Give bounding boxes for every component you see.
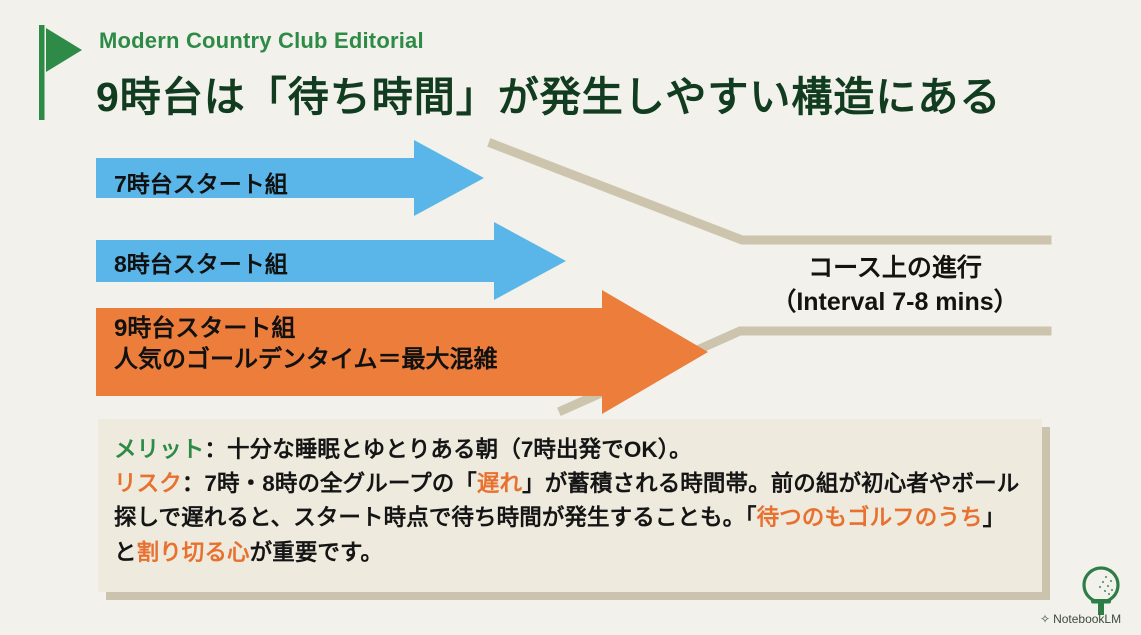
risk-label: リスク (114, 471, 182, 497)
arrow-7am-label: 7時台スタート組 (114, 171, 288, 197)
brand-label: ✧NotebookLM (1040, 612, 1121, 626)
merit-text: 十分な睡眠とゆとりある朝（7時出発でOK）。 (227, 437, 692, 462)
note-line-merit: メリット：十分な睡眠とゆとりある朝（7時出発でOK）。 (114, 433, 1020, 467)
funnel-caption: コース上の進行 （Interval 7-8 mins） (745, 252, 1045, 319)
arrow-9am-label: 9時台スタート組 人気のゴールデンタイム＝最大混雑 (114, 315, 498, 373)
risk-sep: ： (181, 471, 205, 497)
funnel-caption-line2: （Interval 7-8 mins） (771, 287, 1019, 316)
arrow-8am-label: 8時台スタート組 (114, 251, 288, 277)
golf-flag-icon (30, 20, 90, 122)
brand-mark: ✧NotebookLM (1040, 566, 1140, 630)
brand-name: NotebookLM (1053, 612, 1122, 626)
risk-text-c: 」と (114, 505, 1006, 565)
arrow-7am: 7時台スタート組 (96, 140, 486, 216)
merit-label: メリット (114, 437, 205, 462)
note-line-risk: リスク：7時・8時の全グループの「遅れ」が蓄積される時間帯。前の組が初心者やボー… (114, 467, 1020, 570)
risk-text-b: 」が蓄積される時間帯。前の組が初心者やボール探しで遅れると、スタート時点で待ち時… (114, 471, 1020, 531)
risk-highlight-warikiru: 割り切る心 (136, 539, 250, 565)
eyebrow-text: Modern Country Club Editorial (99, 28, 424, 53)
golf-ball-on-tee-icon (1082, 566, 1120, 615)
merit-sep: ： (204, 437, 228, 462)
funnel-caption-line1: コース上の進行 (808, 254, 982, 282)
page-title: 9時台は「待ち時間」が発生しやすい構造にある (96, 74, 1002, 120)
risk-text-d: が重要です。 (249, 539, 383, 565)
risk-text-a: 7時・8時の全グループの「 (204, 471, 477, 497)
risk-highlight-okure: 遅れ (476, 471, 523, 497)
arrow-9am: 9時台スタート組 人気のゴールデンタイム＝最大混雑 (96, 290, 710, 418)
risk-highlight-matsu: 待つのもゴルフのうち (756, 505, 983, 531)
sparkle-icon: ✧ (1040, 612, 1051, 626)
note-box: メリット：十分な睡眠とゆとりある朝（7時出発でOK）。 リスク：7時・8時の全グ… (98, 419, 1042, 592)
arrow-8am: 8時台スタート組 (96, 222, 568, 300)
